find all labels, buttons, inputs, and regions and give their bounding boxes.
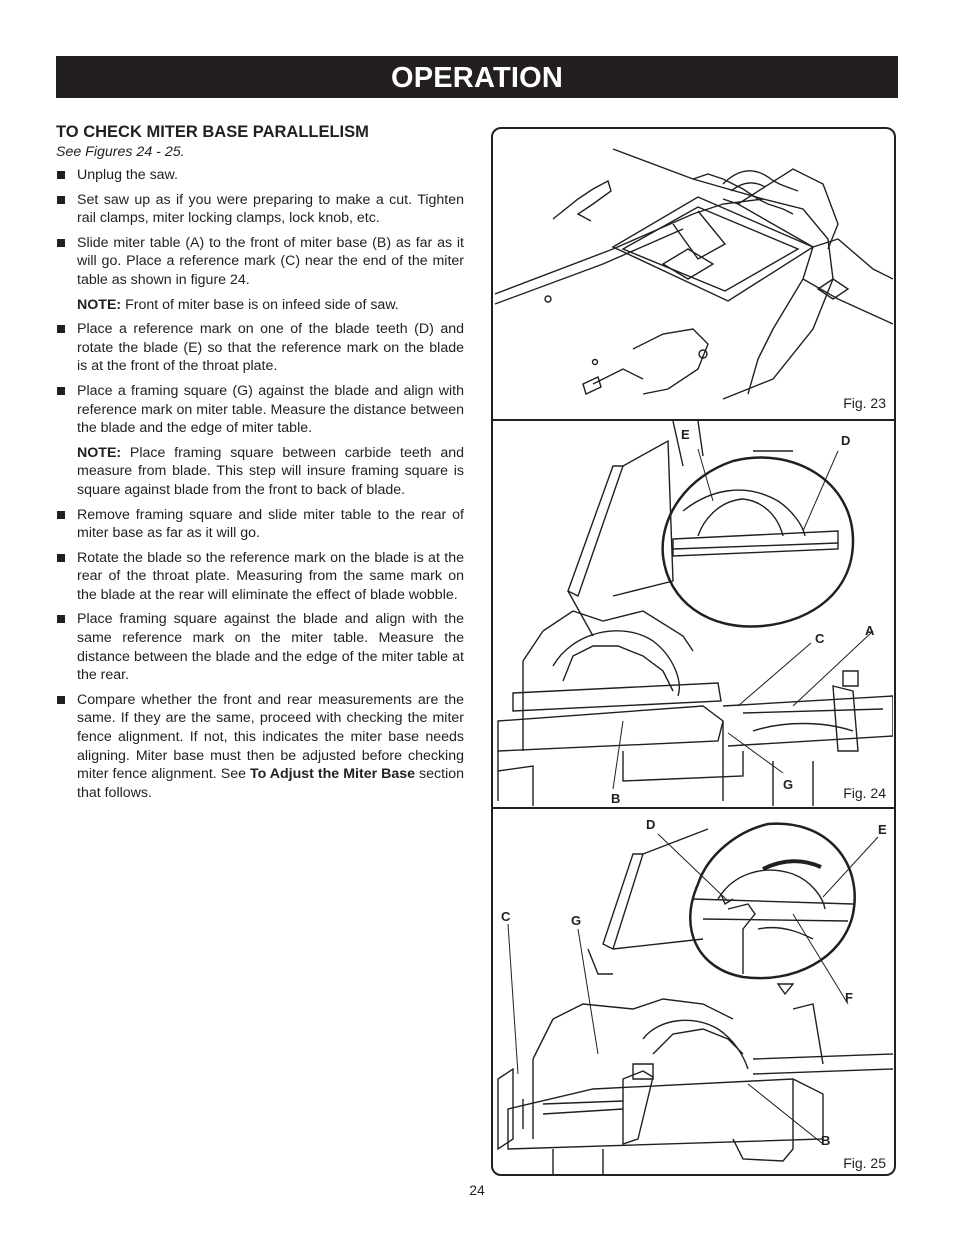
miter-table-illustration: E D C A G B (497, 420, 894, 806)
bullet-icon (57, 553, 65, 562)
page-number: 24 (469, 1182, 485, 1198)
callout-c: C (815, 631, 825, 646)
callout-e: E (681, 427, 690, 442)
bullet-icon (57, 325, 65, 334)
figure-divider (493, 419, 894, 421)
list-item: Compare whether the front and rear measu… (56, 691, 464, 803)
note: NOTE: Place framing square between carbi… (77, 444, 464, 498)
leader-line (737, 642, 812, 707)
figure-24: E D C A G B Fig. 24 (493, 420, 894, 807)
callout-d: D (841, 433, 850, 448)
leader-line (612, 720, 624, 790)
section-title: TO CHECK MITER BASE PARALLELISM (56, 123, 369, 141)
instructions-column: TO CHECK MITER BASE PARALLELISM See Figu… (56, 122, 464, 808)
saw-table-illustration (494, 148, 894, 400)
leader-line (802, 450, 839, 532)
leader-line (507, 923, 519, 1075)
leader-line (657, 833, 729, 902)
callout-g: G (783, 777, 793, 792)
callout-g: G (571, 913, 581, 928)
bullet-icon (57, 615, 65, 624)
callout-e: E (878, 822, 887, 837)
bullet-icon (57, 195, 65, 204)
callout-c: C (501, 909, 511, 924)
list-item: Place framing square against the blade a… (56, 610, 464, 684)
bullet-icon (57, 238, 65, 247)
figure-23: Fig. 23 (493, 129, 894, 419)
list-item: Rotate the blade so the reference mark o… (56, 549, 464, 605)
callout-b: B (611, 791, 620, 806)
leader-line (727, 732, 784, 774)
figure-caption: Fig. 23 (843, 395, 886, 411)
instruction-list: Unplug the saw. Set saw up as if you wer… (56, 166, 464, 290)
callout-a: A (865, 623, 875, 638)
instruction-list: Remove framing square and slide miter ta… (56, 506, 464, 803)
list-item: Place a reference mark on one of the bla… (56, 320, 464, 376)
bullet-icon (57, 510, 65, 519)
list-item: Set saw up as if you were preparing to m… (56, 191, 464, 228)
list-item: Remove framing square and slide miter ta… (56, 506, 464, 543)
callout-f: F (845, 990, 853, 1005)
figure-caption: Fig. 24 (843, 785, 886, 801)
miter-base-illustration: D E C G F B (497, 817, 894, 1174)
leader-line (747, 1083, 824, 1145)
bullet-icon (57, 386, 65, 395)
leader-line (792, 913, 849, 1005)
leader-line (792, 630, 874, 707)
bullet-icon (57, 695, 65, 704)
callout-b: B (821, 1133, 830, 1148)
instruction-list: Place a reference mark on one of the bla… (56, 320, 464, 438)
note: NOTE: Front of miter base is on infeed s… (77, 296, 399, 313)
list-item: Place a framing square (G) against the b… (56, 382, 464, 438)
leader-line (577, 928, 599, 1055)
callout-d: D (646, 817, 655, 832)
figure-panel: Fig. 23 (491, 127, 896, 1176)
leader-line (822, 836, 879, 898)
page-header: OPERATION (56, 56, 898, 98)
figure-divider (493, 807, 894, 809)
section-subtitle: See Figures 24 - 25. (56, 144, 185, 160)
figure-25: D E C G F B Fig. 25 (493, 809, 894, 1174)
figure-caption: Fig. 25 (843, 1155, 886, 1171)
leader-line (697, 448, 714, 502)
bullet-icon (57, 171, 65, 179)
list-item: Unplug the saw. (56, 166, 464, 185)
list-item: Slide miter table (A) to the front of mi… (56, 234, 464, 290)
